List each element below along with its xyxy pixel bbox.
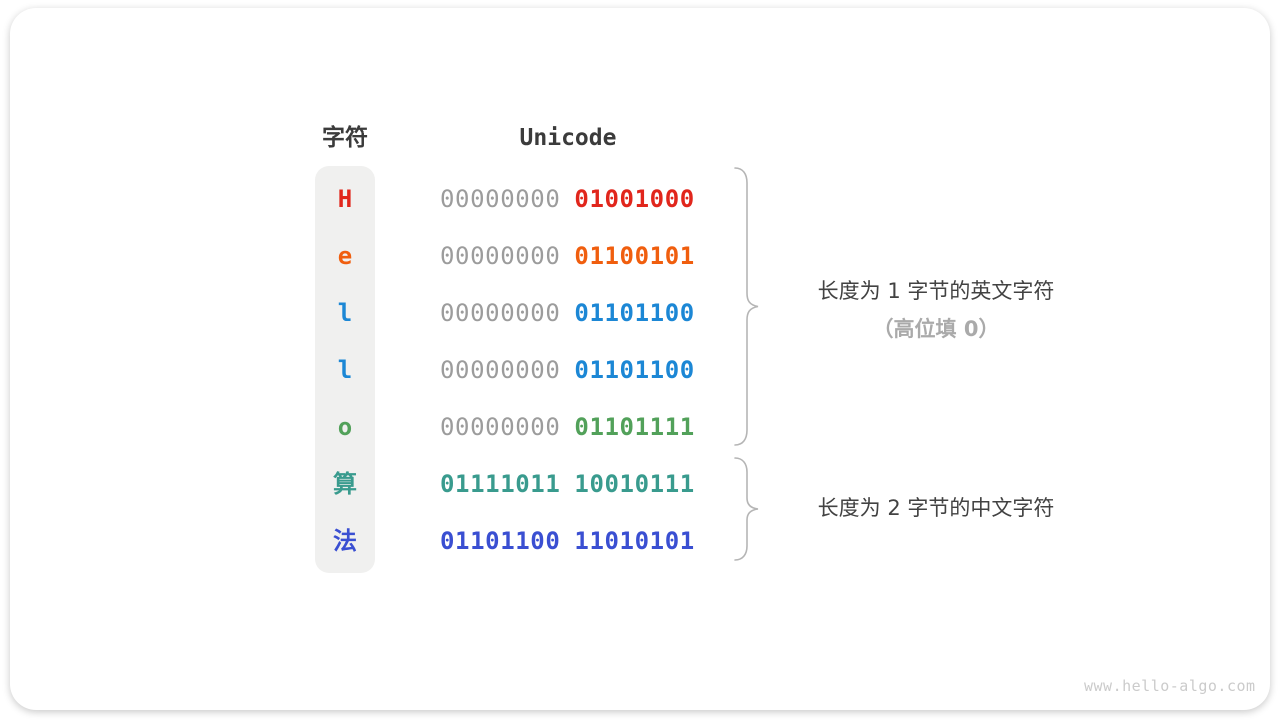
unicode-binary-value: 01101100 11010101 — [440, 522, 695, 560]
encoding-row: 法 01101100 11010101 — [10, 522, 1270, 560]
binary-low-byte: 10010111 — [574, 470, 695, 498]
encoding-row: l 00000000 01101100 — [10, 294, 1270, 332]
character-column-background — [315, 166, 375, 573]
binary-high-byte: 00000000 — [440, 356, 561, 384]
annotation-english-line2: （高位填 0） — [872, 317, 1000, 341]
binary-low-byte: 01100101 — [574, 242, 695, 270]
character-cell: l — [337, 299, 353, 327]
header-unicode-column: Unicode — [519, 125, 617, 151]
annotation-chinese-line1: 长度为 2 字节的中文字符 — [817, 496, 1055, 520]
binary-high-byte: 01111011 — [440, 470, 561, 498]
encoding-row: o 00000000 01101111 — [10, 408, 1270, 446]
diagram-card: 字符 Unicode H 00000000 01001000 e 00000000… — [10, 8, 1270, 710]
character-cell: H — [337, 185, 353, 213]
binary-high-byte: 00000000 — [440, 242, 561, 270]
encoding-row: l 00000000 01101100 — [10, 351, 1270, 389]
character-cell: 算 — [333, 470, 357, 498]
binary-low-byte: 01101111 — [574, 413, 695, 441]
binary-high-byte: 00000000 — [440, 185, 561, 213]
unicode-binary-value: 00000000 01001000 — [440, 180, 695, 218]
unicode-binary-value: 00000000 01101100 — [440, 351, 695, 389]
character-cell: l — [337, 356, 353, 384]
encoding-row: 算 01111011 10010111 — [10, 465, 1270, 503]
unicode-binary-value: 01111011 10010111 — [440, 465, 695, 503]
encoding-row: e 00000000 01100101 — [10, 237, 1270, 275]
binary-high-byte: 01101100 — [440, 527, 561, 555]
unicode-binary-value: 00000000 01101100 — [440, 294, 695, 332]
binary-low-byte: 01101100 — [574, 299, 695, 327]
annotation-chinese-chars: 长度为 2 字节的中文字符 — [766, 489, 1106, 527]
binary-low-byte: 01001000 — [574, 185, 695, 213]
encoding-row: H 00000000 01001000 — [10, 180, 1270, 218]
binary-high-byte: 00000000 — [440, 299, 561, 327]
character-cell: 法 — [333, 527, 357, 555]
unicode-binary-value: 00000000 01101111 — [440, 408, 695, 446]
header-character-column: 字符 — [322, 125, 368, 151]
curly-brace-chinese-group-icon — [733, 456, 761, 562]
watermark: www.hello-algo.com — [1084, 677, 1256, 695]
character-cell: e — [337, 242, 353, 270]
annotation-english-line1: 长度为 1 字节的英文字符 — [817, 279, 1055, 303]
annotation-english-chars: 长度为 1 字节的英文字符 （高位填 0） — [766, 272, 1106, 348]
character-cell: o — [337, 413, 353, 441]
binary-low-byte: 11010101 — [574, 527, 695, 555]
curly-brace-english-group-icon — [733, 166, 761, 447]
unicode-binary-value: 00000000 01100101 — [440, 237, 695, 275]
binary-high-byte: 00000000 — [440, 413, 561, 441]
binary-low-byte: 01101100 — [574, 356, 695, 384]
